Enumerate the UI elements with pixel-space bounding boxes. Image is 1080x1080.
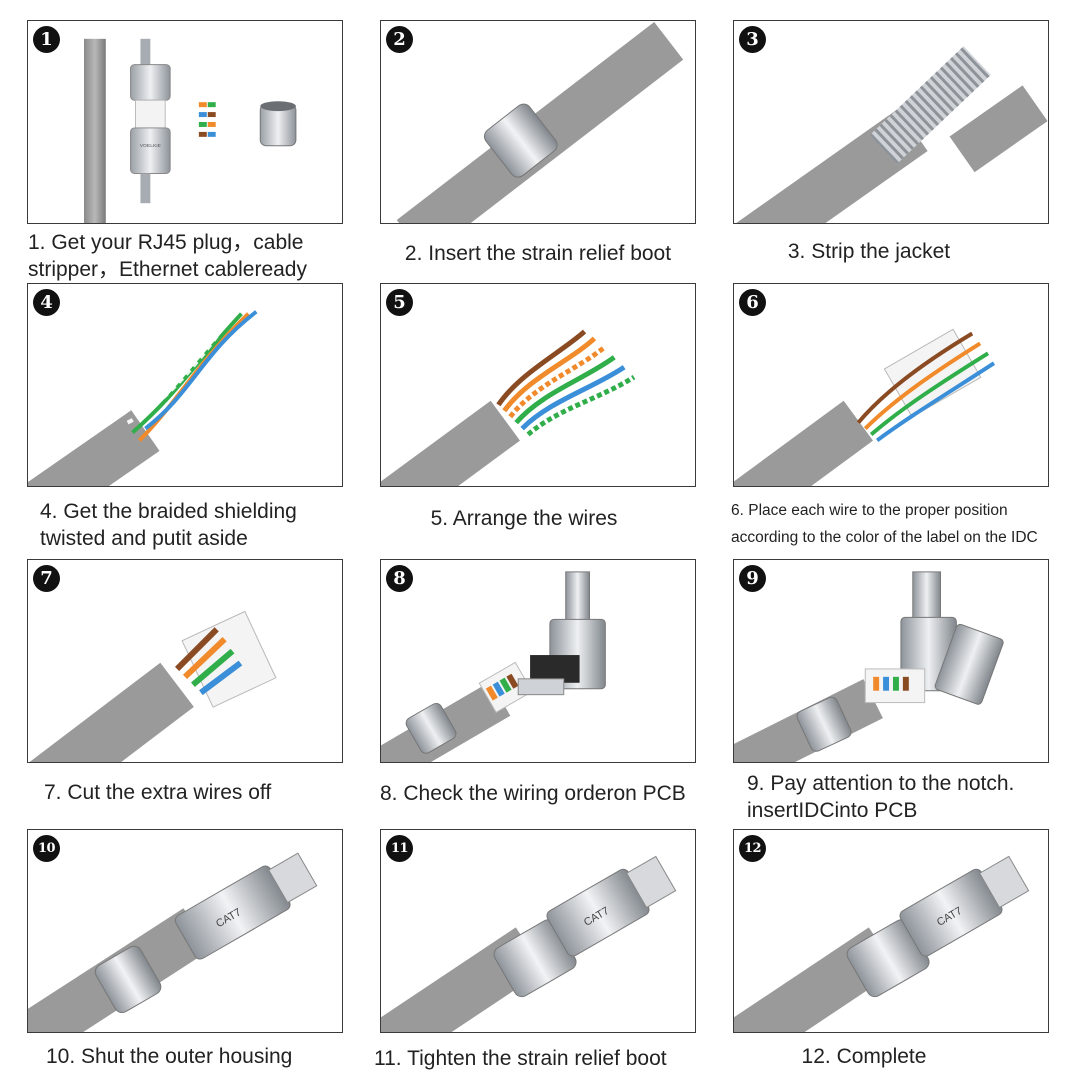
brand-text: VOELKIE: [140, 143, 162, 149]
insert-idc-illustration: [734, 571, 1004, 762]
step-number-badge: 2: [386, 26, 413, 53]
step-number-badge: 9: [739, 565, 766, 592]
step-number-badge: 5: [386, 289, 413, 316]
tighten-boot-illustration: CAT7: [381, 855, 677, 1032]
arranged-wires-illustration: [381, 329, 636, 486]
strain-relief-boot: [483, 103, 558, 178]
idc-placement-illustration: [734, 328, 996, 486]
step-6-caption: 6. Place each wire to the proper positio…: [731, 502, 1038, 546]
color-labels: [198, 102, 216, 137]
step-2-caption: 2. Insert the strain relief boot: [404, 242, 672, 265]
step-11-panel: 11 CAT7: [380, 829, 696, 1033]
ethernet-cable: [29, 662, 194, 762]
rj45-plug: VOELKIE: [130, 38, 171, 204]
ethernet-cable: [734, 400, 873, 486]
step-number-badge: 4: [33, 289, 60, 316]
boot-insert-illustration: [396, 21, 684, 223]
step-number-badge: 6: [739, 289, 766, 316]
ethernet-cable: [84, 38, 106, 223]
assembled-plug: CAT7: [493, 855, 677, 998]
step-7-caption: 7. Cut the extra wires off: [44, 781, 272, 804]
pcb-check-illustration: [381, 571, 606, 762]
step-number-badge: 8: [386, 565, 413, 592]
shut-housing-illustration: CAT7: [28, 852, 318, 1032]
strain-relief-boot: [94, 945, 162, 1014]
step-3-caption: 3. Strip the jacket: [787, 240, 951, 263]
trimmed-wires-illustration: [29, 610, 277, 762]
removed-jacket: [949, 85, 1048, 173]
step-7-panel: 7: [27, 559, 343, 763]
tools-illustration: VOELKIE: [84, 38, 297, 223]
idc-with-wires: [478, 661, 533, 714]
step-8-panel: 8: [380, 559, 696, 763]
step-2-panel: 2: [380, 20, 696, 224]
rj45-plug: CAT7: [174, 852, 318, 960]
arranged-wires: [496, 329, 636, 437]
braided-shield: [869, 46, 991, 165]
twisted-pairs-illustration: [28, 308, 258, 486]
step-4-panel: 4: [27, 283, 343, 487]
rj45-housing: [864, 571, 1004, 705]
step-10-caption: 10. Shut the outer housing: [46, 1045, 293, 1068]
step-10-panel: 10 CAT7: [27, 829, 343, 1033]
step-number-badge: 10: [33, 835, 60, 862]
step-5-panel: 5: [380, 283, 696, 487]
step-number-badge: 7: [33, 565, 60, 592]
step-6-panel: 6: [733, 283, 1049, 487]
step-11-caption: 11. Tighten the strain relief boot: [374, 1047, 667, 1070]
twisted-wires: [126, 308, 258, 442]
step-3-panel: 3: [733, 20, 1049, 224]
step-1-caption: 1. Get your RJ45 plug，cable stripper，Eth…: [28, 231, 307, 281]
rj45-housing: [517, 571, 606, 696]
step-1-panel: 1 VOELKIE: [27, 20, 343, 224]
step-number-badge: 11: [386, 835, 413, 862]
assembled-plug: CAT7: [846, 855, 1030, 998]
ethernet-cable: [381, 400, 520, 486]
step-number-badge: 12: [739, 835, 766, 862]
step-9-caption: 9. Pay attention to the notch. insertIDC…: [747, 772, 1015, 822]
step-12-panel: 12 CAT7: [733, 829, 1049, 1033]
complete-connector-illustration: CAT7: [734, 855, 1030, 1032]
strain-relief-boot: [259, 101, 297, 147]
strip-jacket-illustration: [736, 46, 1048, 223]
step-4-caption: 4. Get the braided shielding twisted and…: [40, 500, 297, 550]
ethernet-cable: [28, 410, 160, 486]
strain-relief-boot: [796, 696, 852, 752]
step-5-caption: 5. Arrange the wires: [430, 507, 618, 530]
step-9-panel: 9: [733, 559, 1049, 763]
step-number-badge: 1: [33, 26, 60, 53]
strain-relief-boot: [405, 702, 457, 754]
step-number-badge: 3: [739, 26, 766, 53]
idc-block: [181, 610, 277, 708]
step-8-caption: 8. Check the wiring orderon PCB: [380, 782, 686, 805]
step-12-caption: 12. Complete: [801, 1045, 927, 1068]
